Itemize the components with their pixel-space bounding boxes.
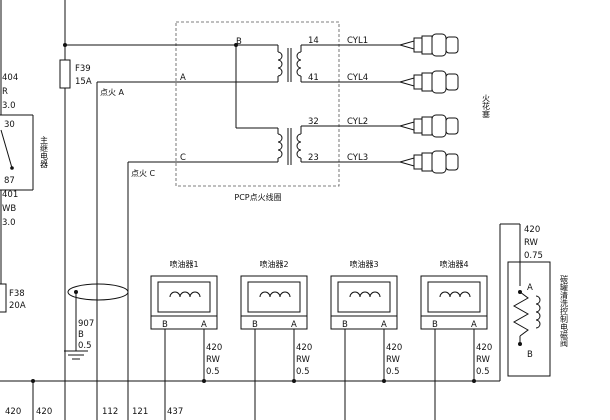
injector-4-pin-b: B [432, 320, 438, 330]
bottom-wire-1: 420 [5, 407, 21, 417]
injector-2-pin-b: B [252, 320, 258, 330]
coil-terminal-b: B [236, 37, 242, 47]
relay-wire-bottom-id: 401 [2, 190, 18, 200]
cyl2-pin: 32 [308, 117, 319, 127]
cyl3-label: CYL3 [347, 153, 368, 163]
injector-2-label: 喷油器2 [259, 259, 288, 269]
fuse-f38-rating: 20A [9, 301, 26, 311]
canister-coil-winding [535, 295, 541, 329]
spark-plug-cyl2 [398, 114, 459, 138]
injector-2-pin-a: A [291, 320, 297, 330]
upper-secondary-winding [296, 51, 302, 77]
injector-2-wire-id: 420 [296, 343, 312, 353]
spark-plug-cyl3 [398, 150, 459, 174]
injector-1-label: 喷油器1 [169, 259, 198, 269]
injector-2-wire-gauge: 0.5 [296, 367, 310, 377]
ignition-coil-module-label: PCP点火线圈 [234, 192, 281, 202]
main-relay-label: 主继电器 [40, 135, 49, 169]
spark-plug-cyl1 [398, 33, 459, 57]
injector-3-label: 喷油器3 [349, 259, 378, 269]
spark-plug-cyl4 [398, 70, 459, 94]
lower-primary-winding [277, 133, 283, 159]
injector-1-pin-a: A [201, 320, 207, 330]
injector-4-label: 喷油器4 [439, 259, 468, 269]
relay-contact-dot [10, 166, 14, 170]
relay-wire-top-id: 404 [2, 73, 18, 83]
canister-wire-color: RW [524, 238, 539, 248]
ground-wire-id: 907 [78, 319, 94, 329]
injector-2-wire-color: RW [296, 355, 311, 365]
shield-ellipse [67, 283, 129, 301]
cyl4-label: CYL4 [347, 73, 368, 83]
cyl2-label: CYL2 [347, 117, 368, 127]
injector-3-pin-a: A [381, 320, 387, 330]
injector-4-pin-a: A [471, 320, 477, 330]
injector-3-wire-gauge: 0.5 [386, 367, 400, 377]
canister-pin-a: A [527, 283, 533, 293]
relay-pin-87: 87 [4, 176, 15, 186]
relay-wire-bottom-gauge: 3.0 [2, 218, 16, 228]
lower-secondary-winding [296, 133, 302, 159]
injector-3-wire-id: 420 [386, 343, 402, 353]
injector-4-wire-id: 420 [476, 343, 492, 353]
relay-pin-30: 30 [4, 120, 15, 130]
ground-wire-gauge: 0.5 [78, 341, 92, 351]
fuse-f38-name: F38 [9, 289, 25, 299]
coil-terminal-a: A [180, 73, 186, 83]
relay-switch-contact [0, 129, 13, 169]
ignition-coil-module-outline [175, 21, 340, 187]
injector-2: 喷油器2 B A 420 RW 0.5 [240, 259, 312, 420]
relay-wire-top-color: R [2, 87, 8, 97]
relay-wire-bottom-color: WB [2, 204, 16, 214]
canister-valve-box [507, 261, 551, 377]
bottom-wire-2: 420 [36, 407, 52, 417]
fuse-f39-name: F39 [75, 64, 91, 74]
ignition-c-label: 点火 C [131, 169, 156, 178]
cyl1-pin: 14 [308, 36, 319, 46]
relay-wire-top-gauge: 3.0 [2, 101, 16, 111]
injector-1-wire-id: 420 [206, 343, 222, 353]
bottom-wire-5: 437 [167, 407, 183, 417]
ground-wire-color: B [78, 330, 84, 340]
canister-coil-resistor [512, 291, 530, 337]
canister-pin-b: B [527, 350, 533, 360]
cyl3-pin: 23 [308, 153, 319, 163]
injector-1: 喷油器1 B A 420 RW 0.5 [150, 259, 222, 420]
injector-4-wire-color: RW [476, 355, 491, 365]
injector-4: 喷油器4 B A 420 RW 0.5 [420, 259, 492, 420]
spark-plugs-label: 火花塞 [482, 94, 491, 118]
fuse-f39-rating: 15A [75, 77, 92, 87]
bottom-wire-3: 112 [102, 407, 118, 417]
upper-primary-winding [277, 51, 283, 77]
fuse-f38 [0, 283, 7, 313]
ignition-a-label: 点火 A [100, 88, 125, 97]
coil-terminal-c: C [180, 153, 186, 163]
cyl4-pin: 41 [308, 73, 319, 83]
canister-wire-gauge: 0.75 [524, 251, 543, 261]
injector-1-wire-color: RW [206, 355, 221, 365]
fuse-f39 [59, 59, 71, 89]
bottom-wire-4: 121 [132, 407, 148, 417]
cyl1-label: CYL1 [347, 36, 368, 46]
injector-1-wire-gauge: 0.5 [206, 367, 220, 377]
canister-valve-label: 碳罐清洗控制电磁阀 [560, 274, 569, 348]
injector-3-wire-color: RW [386, 355, 401, 365]
injector-4-wire-gauge: 0.5 [476, 367, 490, 377]
injector-1-pin-b: B [162, 320, 168, 330]
injector-3: 喷油器3 B A 420 RW 0.5 [330, 259, 402, 420]
injector-3-pin-b: B [342, 320, 348, 330]
canister-wire-id: 420 [524, 225, 540, 235]
